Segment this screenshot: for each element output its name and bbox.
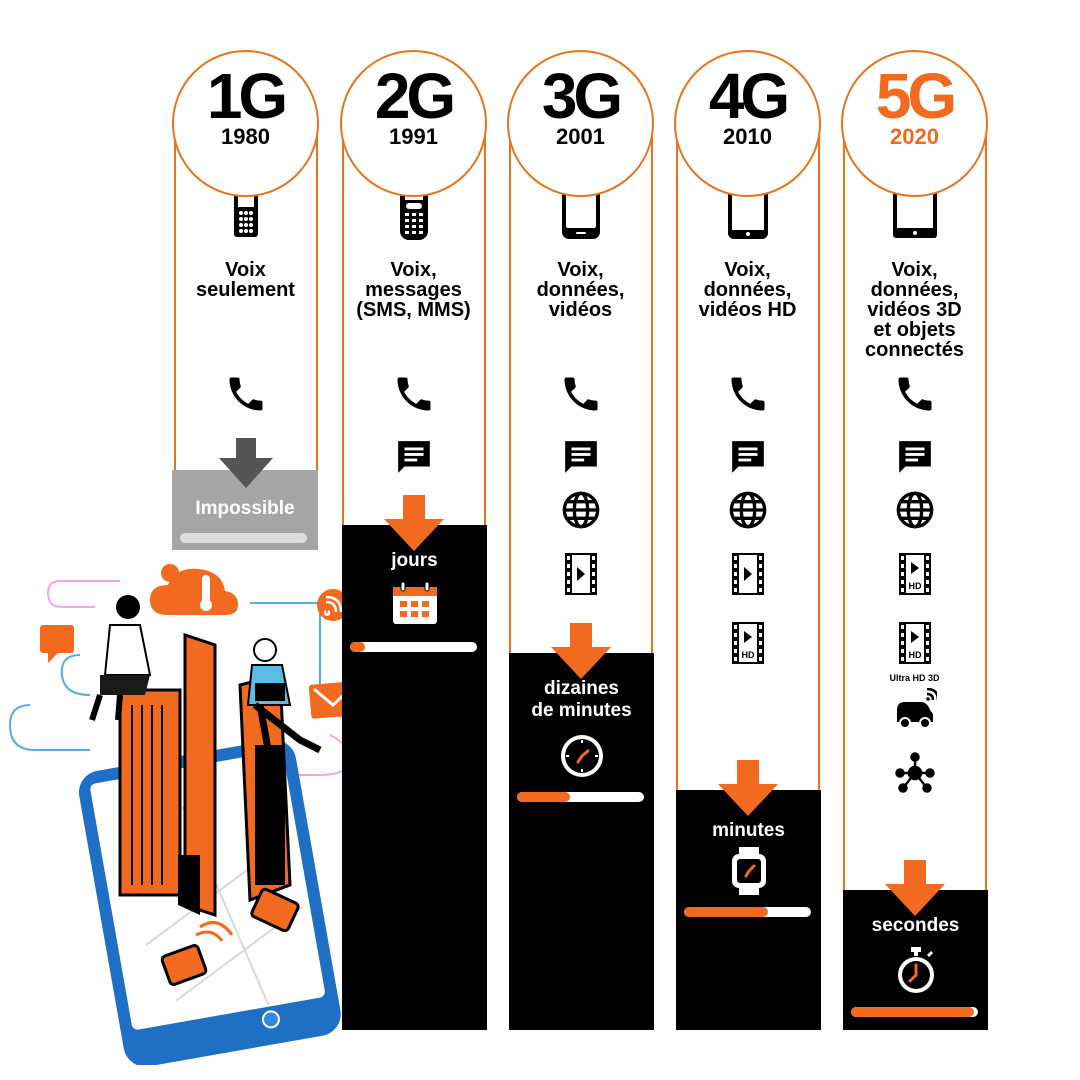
- progress-bar: [350, 642, 477, 652]
- download-time-label: jours: [391, 550, 438, 571]
- arrow-down-icon: [383, 495, 444, 556]
- arrow-down-icon: [218, 438, 273, 493]
- basic-phone-icon: [233, 182, 259, 243]
- features-text: Voix seulement: [196, 259, 295, 301]
- progress-bar: [180, 533, 307, 543]
- column-border: [484, 122, 486, 525]
- download-speed-panel: minutes: [676, 790, 821, 1030]
- generation-label: 5G: [875, 60, 957, 132]
- generation-label: 1G: [206, 60, 288, 132]
- generation-year: 2001: [556, 124, 605, 149]
- arrow-down-icon: [717, 760, 778, 821]
- hd-video-icon: HD: [731, 622, 764, 669]
- column-border: [843, 122, 845, 890]
- column-border: [509, 122, 511, 653]
- features-text: Voix, messages (SMS, MMS): [356, 259, 471, 321]
- connected-car-icon: [893, 687, 939, 733]
- generation-year: 2010: [723, 124, 772, 149]
- globe-icon: [561, 490, 601, 535]
- generation-year: 2020: [890, 124, 939, 149]
- smartwatch-icon: [729, 847, 769, 900]
- progress-fill: [517, 792, 571, 802]
- features-text: Voix, données, vidéos HD: [698, 259, 797, 321]
- generation-label: 2G: [374, 60, 456, 132]
- features-text: Voix, données, vidéos: [536, 259, 625, 321]
- stopwatch-icon: [894, 947, 938, 1000]
- column-border: [651, 122, 653, 653]
- svg-text:HD: HD: [908, 650, 921, 660]
- features-text: Voix, données, vidéos 3D et objets conne…: [865, 259, 964, 361]
- download-speed-panel: dizaines de minutes: [509, 653, 654, 1030]
- download-speed-panel: jours: [342, 525, 487, 1030]
- phone-call-icon: [392, 372, 436, 421]
- column-border: [174, 122, 176, 470]
- phone-call-icon: [893, 372, 937, 421]
- progress-bar: [517, 792, 644, 802]
- phone-call-icon: [559, 372, 603, 421]
- phone-call-icon: [726, 372, 770, 421]
- globe-icon: [728, 490, 768, 535]
- generation-label: 4G: [708, 60, 790, 132]
- column-border: [316, 122, 318, 470]
- svg-text:HD: HD: [741, 650, 754, 660]
- uhd-label: Ultra HD 3D: [889, 673, 940, 683]
- download-speed-panel: secondes: [843, 890, 988, 1030]
- video-icon: [731, 553, 764, 600]
- message-icon: [395, 438, 433, 481]
- column-border: [985, 122, 987, 890]
- message-icon: [896, 438, 934, 481]
- progress-fill: [350, 642, 366, 652]
- phone-call-icon: [224, 372, 268, 421]
- download-time-label: minutes: [712, 820, 785, 841]
- clock-icon: [558, 732, 606, 785]
- download-speed-panel: Impossible: [172, 470, 318, 550]
- message-icon: [562, 438, 600, 481]
- generation-year: 1991: [389, 124, 438, 149]
- progress-bar: [684, 907, 811, 917]
- download-time-label: dizaines de minutes: [531, 678, 632, 721]
- column-border: [818, 122, 820, 790]
- connected-objects-icon: [894, 752, 936, 799]
- column-border: [342, 122, 344, 525]
- download-time-label: Impossible: [195, 498, 295, 519]
- arrow-down-icon: [884, 860, 945, 921]
- generation-label: 3G: [541, 60, 623, 132]
- globe-icon: [895, 490, 935, 535]
- svg-text:HD: HD: [908, 581, 921, 591]
- uhd-video-icon: HD: [898, 622, 931, 669]
- smart-city-illustration: [8, 564, 345, 1065]
- progress-bar: [851, 1007, 978, 1017]
- download-time-label: secondes: [871, 915, 960, 936]
- column-border: [676, 122, 678, 790]
- message-icon: [729, 438, 767, 481]
- generation-year: 1980: [221, 124, 270, 149]
- progress-fill: [851, 1007, 975, 1017]
- arrow-down-icon: [550, 623, 611, 684]
- hd-video-icon: HD: [898, 553, 931, 600]
- calendar-icon: [391, 581, 439, 631]
- video-icon: [564, 553, 597, 600]
- progress-fill: [684, 907, 768, 917]
